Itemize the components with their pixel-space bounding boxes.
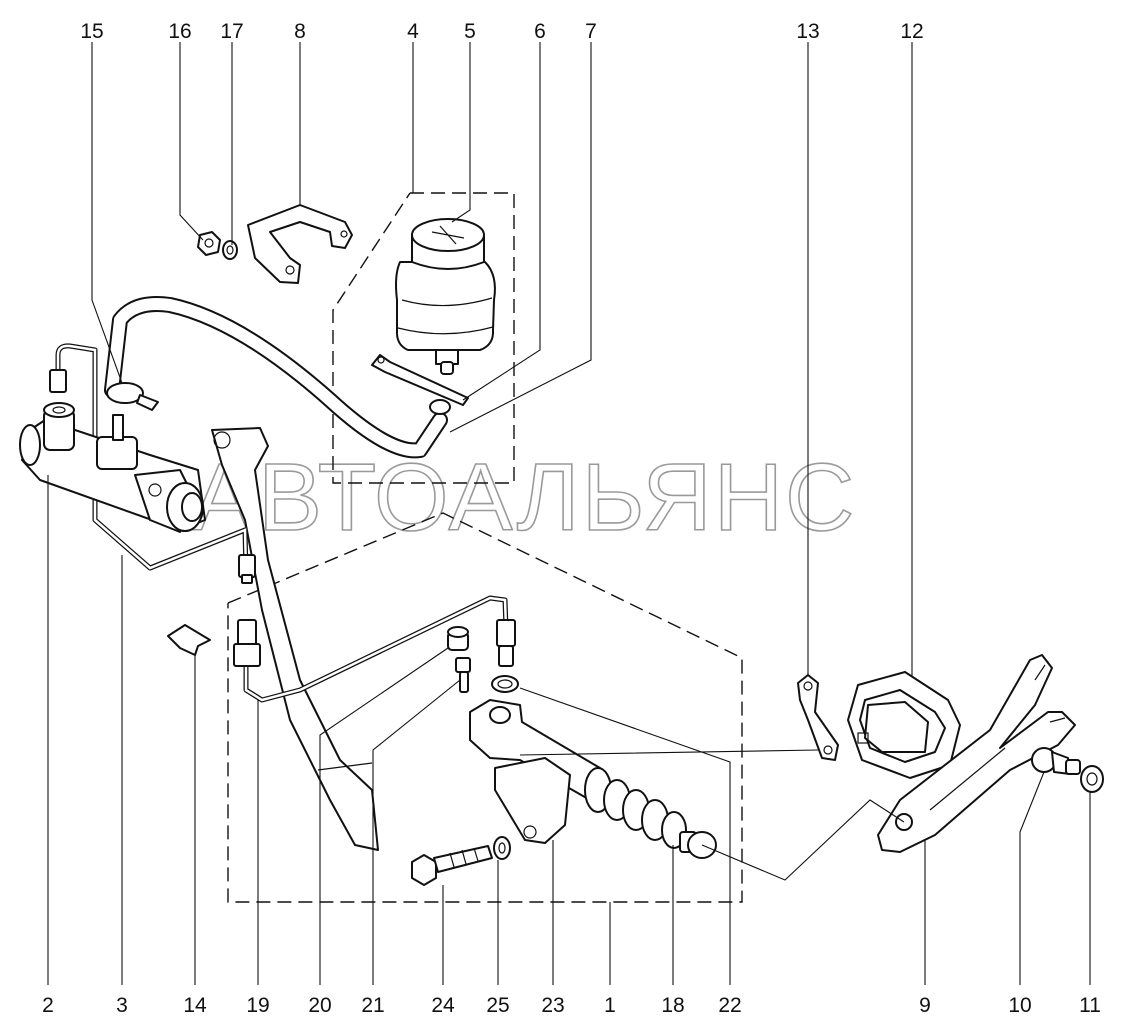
callout-4: 4 <box>407 20 419 43</box>
watermark-text: АВТОАЛЬЯНС <box>192 444 856 551</box>
callout-23: 23 <box>541 994 564 1017</box>
assembly-connectors <box>519 749 905 881</box>
cable-tie <box>371 354 469 406</box>
callout-14: 14 <box>183 994 207 1017</box>
spring-washer <box>493 836 511 860</box>
callout-25: 25 <box>486 994 509 1017</box>
hose-clamp <box>106 382 159 411</box>
callout-2: 2 <box>42 994 54 1017</box>
dust-boot <box>584 767 717 859</box>
bleeder-screw <box>455 657 471 693</box>
reservoir-group-outline <box>332 192 515 484</box>
link-plate <box>797 674 839 761</box>
leader-lines <box>47 42 1091 985</box>
callout-7: 7 <box>585 20 597 43</box>
washer <box>222 240 238 260</box>
callout-22: 22 <box>718 994 741 1017</box>
callout-18: 18 <box>661 994 684 1017</box>
callout-17: 17 <box>220 20 243 43</box>
callout-12: 12 <box>900 20 923 43</box>
reservoir-bracket <box>247 204 353 284</box>
callout-15: 15 <box>80 20 103 43</box>
callout-6: 6 <box>534 20 546 43</box>
callout-11: 11 <box>1079 994 1101 1017</box>
callout-20: 20 <box>308 994 331 1017</box>
fluid-reservoir <box>395 218 496 375</box>
slave-cylinder-pipe <box>233 595 516 703</box>
reservoir-hose <box>104 296 451 459</box>
callout-13: 13 <box>796 20 819 43</box>
master-cylinder-pipe <box>49 343 256 584</box>
pipe-clip <box>167 624 211 656</box>
slave-cylinder-group-outline <box>227 512 743 903</box>
callout-19: 19 <box>246 994 269 1017</box>
slave-cylinder <box>469 699 601 844</box>
bleeder-cap <box>447 626 469 651</box>
mounting-bolt <box>411 845 493 886</box>
seal-ring <box>491 675 519 693</box>
pin-washer <box>1080 765 1104 793</box>
fork-boot <box>847 671 961 779</box>
callout-16: 16 <box>168 20 191 43</box>
callout-8: 8 <box>294 20 306 43</box>
callout-1: 1 <box>604 994 616 1017</box>
callout-10: 10 <box>1008 994 1031 1017</box>
callout-21: 21 <box>361 994 384 1017</box>
nut <box>197 231 221 256</box>
callout-5: 5 <box>464 20 476 43</box>
callout-9: 9 <box>919 994 931 1017</box>
ball-pin <box>1031 747 1081 775</box>
callout-3: 3 <box>116 994 128 1017</box>
callout-24: 24 <box>431 994 455 1017</box>
release-fork <box>877 654 1076 853</box>
master-cylinder <box>19 402 206 533</box>
